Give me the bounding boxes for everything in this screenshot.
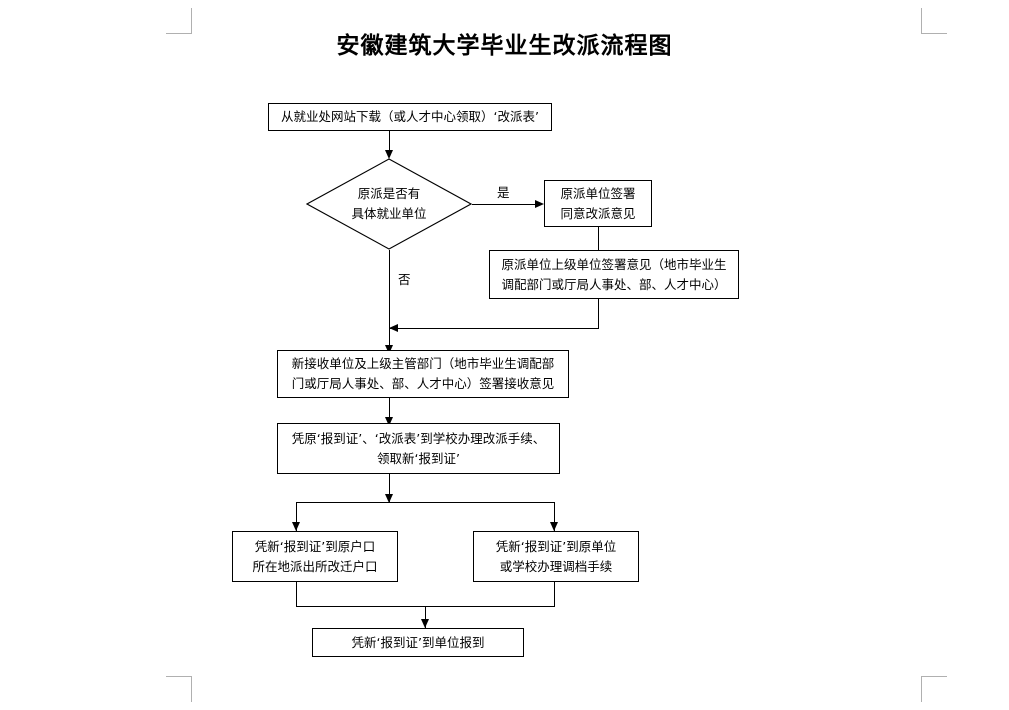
connector-split-to-n8	[554, 502, 555, 531]
arrowhead-n4-to-trunk	[389, 324, 398, 332]
crop-mark-bottom-right	[921, 676, 947, 702]
connector-n8-down	[554, 582, 555, 607]
connector-n4-down	[598, 299, 599, 329]
arrowhead-n1-to-n2	[385, 150, 393, 159]
arrowhead-split-to-n8	[550, 522, 558, 531]
connector-n1-to-n2	[389, 130, 390, 152]
flow-node-superior-unit-sign[interactable]: 原派单位上级单位签署意见（地市毕业生 调配部门或厅局人事处、部、人才中心）	[489, 250, 739, 299]
connector-n4-to-trunk	[389, 328, 599, 329]
flow-node-file-transfer[interactable]: 凭新‘报到证’到原单位 或学校办理调档手续	[473, 531, 639, 582]
flow-decision-text: 原派是否有 具体就业单位	[351, 186, 427, 221]
crop-mark-bottom-left	[166, 676, 192, 702]
branch-label-yes: 是	[495, 185, 512, 201]
flow-node-text: 从就业处网站下载（或人才中心领取）‘改派表’	[281, 109, 539, 124]
crop-mark-top-right	[921, 8, 947, 34]
flow-node-text: 凭新‘报到证’到单位报到	[351, 634, 485, 650]
flow-node-original-unit-sign[interactable]: 原派单位签署 同意改派意见	[544, 180, 652, 227]
arrowhead-merge-to-n9	[421, 619, 429, 628]
branch-label-no: 否	[396, 272, 413, 288]
flow-node-text: 凭新‘报到证’到原户口 所在地派出所改迁户口	[252, 538, 378, 574]
flow-node-text: 凭新‘报到证’到原单位 或学校办理调档手续	[495, 538, 617, 574]
diamond-shape	[306, 158, 472, 250]
connector-n5-to-n6	[389, 398, 390, 420]
flow-decision-has-employer[interactable]: 原派是否有 具体就业单位	[306, 158, 472, 250]
flow-node-download-form[interactable]: 从就业处网站下载（或人才中心领取）‘改派表’	[268, 103, 552, 131]
flow-node-text: 原派单位签署 同意改派意见	[560, 185, 636, 221]
arrowhead-n5-to-n6	[385, 417, 393, 426]
flow-node-text: 新接收单位及上级主管部门（地市毕业生调配部 门或厅局人事处、部、人才中心）签署接…	[291, 356, 555, 391]
page-title: 安徽建筑大学毕业生改派流程图	[336, 32, 673, 59]
connector-n6-down	[389, 474, 390, 503]
connector-n3-to-n4	[598, 227, 599, 250]
arrowhead-n2-to-n3	[535, 200, 544, 208]
connector-n7-down	[296, 582, 297, 607]
connector-split-bar	[296, 502, 554, 503]
flow-node-household-registration[interactable]: 凭新‘报到证’到原户口 所在地派出所改迁户口	[232, 531, 398, 582]
flow-node-text: 原派单位上级单位签署意见（地市毕业生 调配部门或厅局人事处、部、人才中心）	[501, 256, 727, 292]
connector-n2-to-n5	[389, 250, 390, 355]
flow-node-new-receiving-unit-sign[interactable]: 新接收单位及上级主管部门（地市毕业生调配部 门或厅局人事处、部、人才中心）签署接…	[277, 350, 569, 398]
connector-n2-to-n3	[472, 204, 536, 205]
arrowhead-n2-to-n5	[385, 345, 393, 354]
connector-merge-to-n9	[425, 606, 426, 628]
crop-mark-top-left	[166, 8, 192, 34]
flow-node-text: 凭原‘报到证’、‘改派表’到学校办理改派手续、 领取新‘报到证’	[291, 430, 546, 466]
flow-node-school-reassign-procedure[interactable]: 凭原‘报到证’、‘改派表’到学校办理改派手续、 领取新‘报到证’	[277, 423, 560, 474]
flow-node-report-to-unit[interactable]: 凭新‘报到证’到单位报到	[312, 628, 524, 657]
connector-split-to-n7	[296, 502, 297, 531]
arrowhead-split-to-n7	[292, 522, 300, 531]
arrowhead-n6-split	[385, 494, 393, 503]
